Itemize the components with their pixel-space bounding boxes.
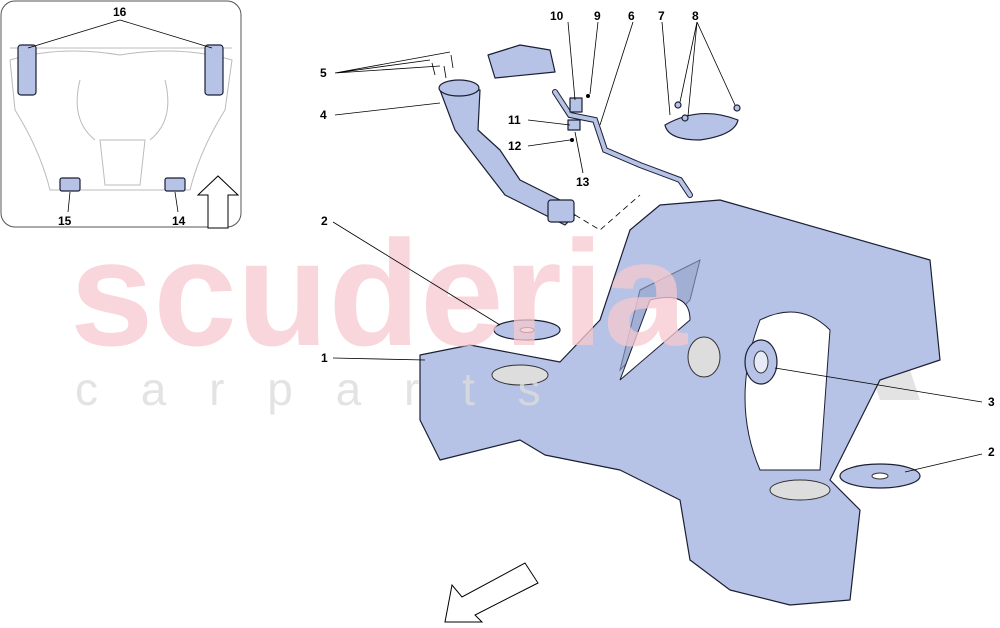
watermark: scuderia c a r p a r t s [70,209,689,415]
inset-label-16: 16 [113,5,127,19]
clamp-10 [569,97,583,113]
callout-11: 11 [508,113,521,127]
callout-7: 7 [658,9,665,23]
arrow-down-left-icon [444,562,539,623]
callout-2b: 2 [988,445,995,459]
callout-9: 9 [594,9,601,23]
inset-label-14: 14 [172,214,186,228]
callout-12: 12 [508,139,522,153]
callout-2a: 2 [321,214,328,228]
heat-shield-7 [664,112,739,141]
callout-1: 1 [321,351,328,365]
callout-labels: 5 4 10 9 6 7 8 11 12 13 2 1 3 2 [320,9,995,459]
leader-lines [332,21,983,473]
fuel-pump-flange [491,364,549,386]
arrow-up-icon [196,175,240,229]
pad-14 [164,177,186,192]
bracket-left [17,44,37,96]
inset-view: 16 15 14 [0,0,242,229]
callout-8: 8 [692,9,699,23]
callout-13: 13 [576,175,590,189]
pad-15 [59,177,81,192]
callout-3: 3 [988,395,995,409]
callout-4: 4 [320,108,327,122]
callout-5: 5 [320,66,327,80]
fuel-tank [419,199,941,606]
bolts-5 [431,54,454,79]
inset-label-15: 15 [58,214,72,228]
fuel-pump-flange [687,336,721,378]
vent-pipe-6 [553,90,692,197]
filler-neck [438,79,576,226]
watermark-sub: c a r p a r t s [75,363,556,415]
callout-10: 10 [550,9,564,23]
watermark-brand: scuderia [70,209,689,377]
carbon-canister [487,44,556,79]
callout-6: 6 [628,9,635,23]
bracket-right [204,44,224,96]
fuel-pump-flange [769,479,831,501]
